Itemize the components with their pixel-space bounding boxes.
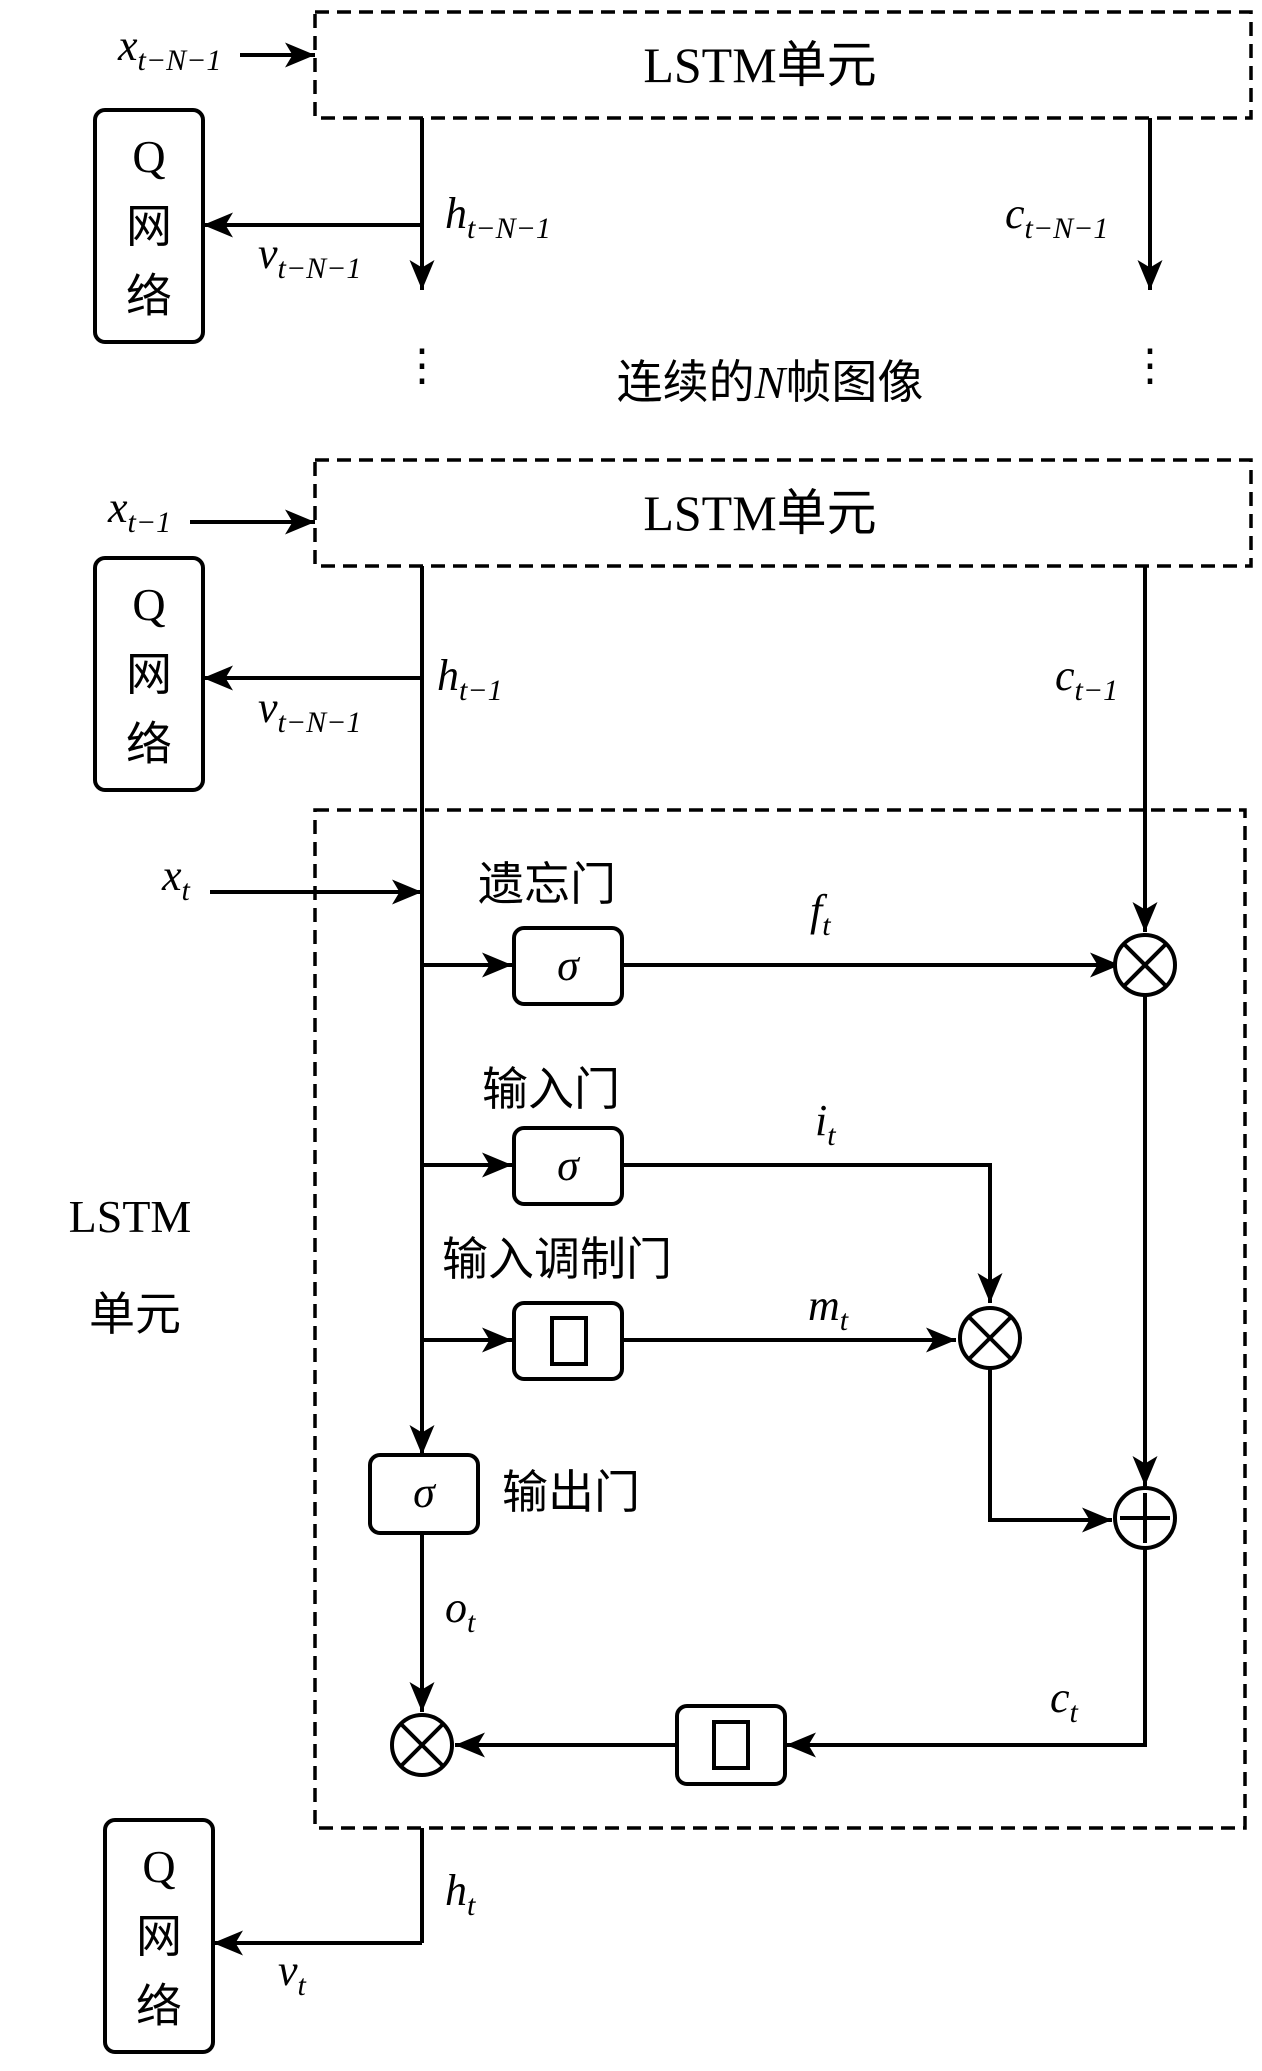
forget-gate-sigma: σ bbox=[557, 941, 581, 990]
modulation-tanh-square-icon bbox=[550, 1316, 588, 1366]
q-network-top-wang: 网 bbox=[126, 201, 172, 252]
x-t-label: xt bbox=[161, 851, 191, 907]
i-t-label: it bbox=[815, 1096, 836, 1152]
cell-tanh-square-icon bbox=[712, 1720, 750, 1770]
lstm-unit-top-label: LSTM单元 bbox=[643, 37, 876, 93]
im-to-add-arrow bbox=[988, 1368, 1112, 1533]
q-network-mid-wang: 网 bbox=[126, 649, 172, 700]
h-t-label: ht bbox=[445, 1866, 476, 1922]
sequence-label: 连续的N帧图像 bbox=[617, 357, 924, 408]
q-network-bottom-wang: 网 bbox=[136, 1911, 182, 1962]
x-mid-label: xt−1 bbox=[107, 483, 171, 539]
v-mid-label: vt−N−1 bbox=[258, 683, 361, 739]
ellipsis-right: ⋮ bbox=[1128, 341, 1172, 390]
q-network-bottom-q: Q bbox=[142, 1841, 175, 1892]
f-t-label: ft bbox=[810, 886, 831, 942]
v-t-label: vt bbox=[278, 1946, 307, 2002]
c-t-arrow bbox=[786, 1548, 1147, 1758]
ellipsis-left: ⋮ bbox=[400, 341, 444, 390]
q-network-top-q: Q bbox=[132, 131, 165, 182]
lstm-unit-main-label-line1: LSTM bbox=[69, 1191, 192, 1242]
q-network-bottom-luo: 络 bbox=[136, 1981, 182, 2032]
i-t-arrow bbox=[622, 1163, 1003, 1303]
q-network-top-luo: 络 bbox=[126, 271, 172, 322]
lstm-unit-mid-label: LSTM单元 bbox=[643, 485, 876, 541]
lstm-unit-main-box bbox=[313, 808, 1247, 1830]
output-gate-label: 输出门 bbox=[502, 1467, 640, 1518]
q-network-mid-q: Q bbox=[132, 579, 165, 630]
c-mid-label: ct−1 bbox=[1055, 651, 1118, 707]
c-t-label: ct bbox=[1050, 1673, 1079, 1729]
m-t-label: mt bbox=[808, 1281, 849, 1337]
x-top-label: xt−N−1 bbox=[117, 21, 221, 77]
q-network-mid-luo: 络 bbox=[126, 719, 172, 770]
forget-gate-label: 遗忘门 bbox=[478, 859, 616, 910]
input-gate-label: 输入门 bbox=[482, 1064, 620, 1115]
q-network-bottom bbox=[103, 1818, 215, 2054]
lstm-unit-top-box bbox=[313, 10, 1253, 120]
o-t-label: ot bbox=[445, 1583, 476, 1639]
input-gate-sigma: σ bbox=[557, 1141, 581, 1190]
h-top-label: ht−N−1 bbox=[445, 189, 551, 245]
output-gate-sigma: σ bbox=[413, 1468, 437, 1517]
v-top-label: vt−N−1 bbox=[258, 229, 361, 285]
lstm-unit-main-label-line2: 单元 bbox=[89, 1289, 181, 1340]
c-top-label: ct−N−1 bbox=[1005, 189, 1108, 245]
lstm-unit-mid-box bbox=[313, 458, 1253, 568]
modulation-gate-label: 输入调制门 bbox=[442, 1234, 672, 1285]
h-mid-label: ht−1 bbox=[437, 651, 503, 707]
